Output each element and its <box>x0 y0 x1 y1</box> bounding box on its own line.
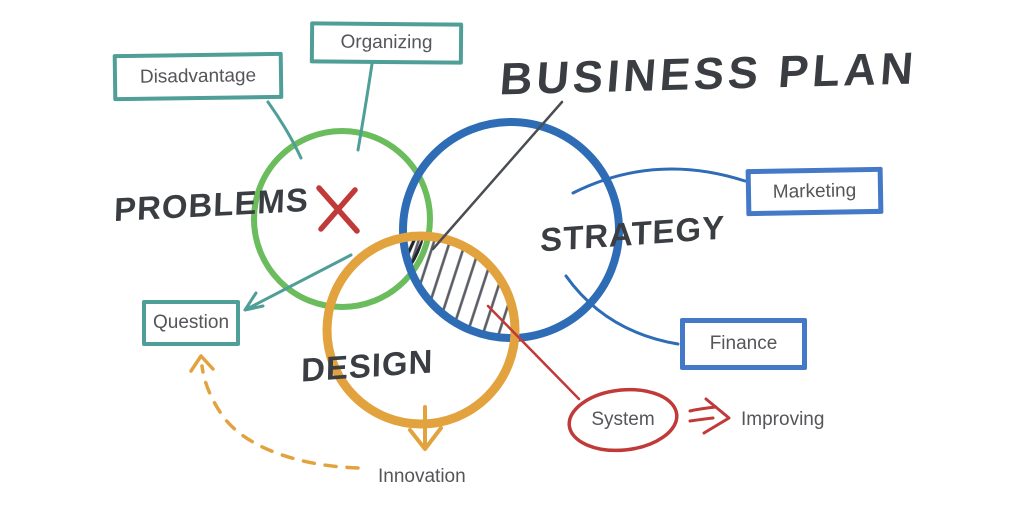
finance-connector-line <box>564 274 680 346</box>
title-pointer-line <box>431 100 564 251</box>
dashed-curve-arrowhead <box>189 354 215 373</box>
diagram-title: BUSINESS PLAN <box>498 42 920 105</box>
problems-circle <box>251 128 433 310</box>
disadvantage-callout-label: Disadvantage <box>139 64 257 88</box>
marketing-callout: Marketing <box>745 166 884 217</box>
disadvantage-callout: Disadvantage <box>112 51 284 102</box>
innovation-to-question-dashed-curve <box>200 364 360 470</box>
finance-callout: Finance <box>680 318 807 370</box>
improving-double-arrow-icon <box>688 397 731 435</box>
improving-annotation: Improving <box>741 409 825 430</box>
question-callout-label: Question <box>152 312 230 333</box>
question-callout: Question <box>142 300 240 346</box>
system-pointer-line <box>486 304 581 401</box>
innovation-arrow <box>408 405 443 451</box>
x-mark <box>316 185 360 234</box>
finance-callout-label: Finance <box>709 333 778 354</box>
question-arrow <box>243 253 353 312</box>
system-ellipse <box>567 387 679 453</box>
system-annotation: System <box>591 409 655 430</box>
disadvantage-connector-line <box>266 100 303 160</box>
innovation-annotation: Innovation <box>378 466 466 487</box>
organizing-callout: Organizing <box>309 21 464 65</box>
marketing-callout-label: Marketing <box>772 179 857 203</box>
design-circle <box>322 231 520 429</box>
organizing-callout-label: Organizing <box>340 31 433 54</box>
organizing-connector-line <box>356 62 374 152</box>
marketing-connector-line <box>571 167 747 195</box>
